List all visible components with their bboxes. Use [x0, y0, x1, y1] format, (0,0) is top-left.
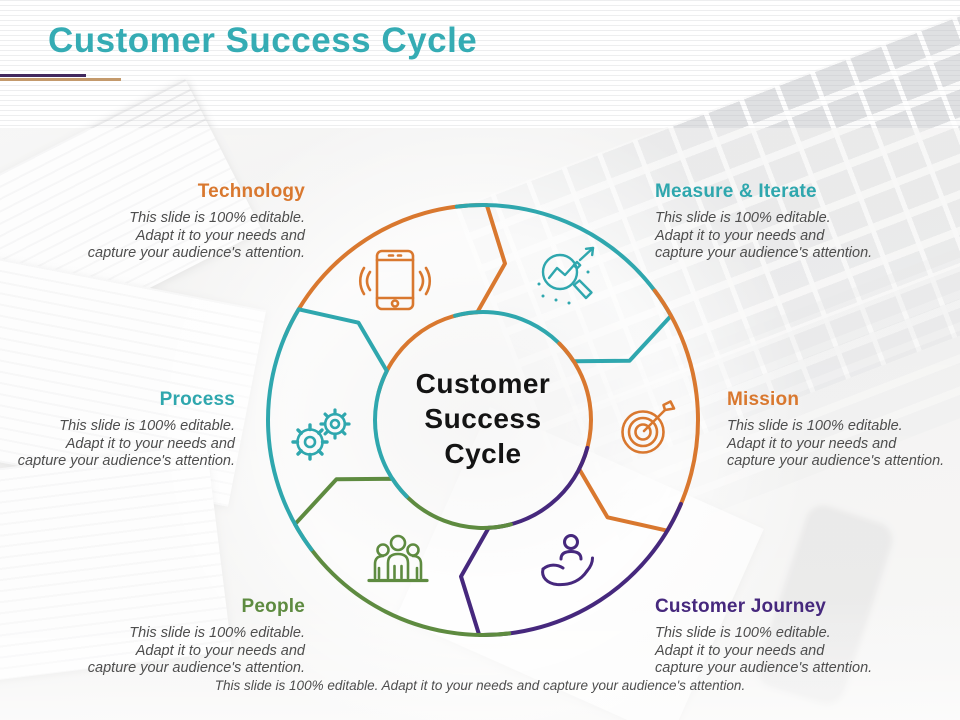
diagram-center-title: Customer Success Cycle	[383, 366, 583, 471]
section-measure-iterate-desc-line: This slide is 100% editable.	[655, 210, 831, 226]
section-mission-desc-line: capture your audience's attention.	[727, 453, 945, 469]
section-customer-journey: Customer Journey This slide is 100% edit…	[655, 596, 917, 678]
section-technology-desc-line: This slide is 100% editable.	[129, 210, 305, 226]
magnifier-chart-icon	[537, 246, 595, 305]
segment-arc-customer-journey	[459, 445, 683, 638]
section-technology-desc-line: Adapt it to your needs and	[135, 227, 305, 244]
segment-arc-process	[266, 307, 409, 552]
diagram-center-title-line: Customer	[415, 368, 551, 399]
section-measure-iterate-desc-line: capture your audience's attention.	[655, 245, 873, 261]
section-customer-journey-desc-line: capture your audience's attention.	[655, 660, 873, 676]
title-underline-purple	[0, 74, 86, 77]
section-mission: Mission This slide is 100% editable. Ada…	[727, 389, 960, 471]
section-measure-iterate-label: Measure & Iterate	[655, 181, 817, 202]
section-people-label: People	[241, 596, 305, 617]
white-wash-overlay	[0, 128, 960, 720]
section-technology-desc-line: capture your audience's attention.	[87, 245, 305, 261]
section-people-desc-line: This slide is 100% editable.	[129, 625, 305, 641]
segment-arc-people	[293, 476, 513, 637]
diagram-center-title-line: Success	[424, 403, 542, 434]
gears-icon	[291, 408, 351, 461]
diagram-center-title-line: Cycle	[444, 438, 522, 469]
background-photo	[0, 7, 960, 720]
section-measure-iterate-desc-line: Adapt it to your needs and	[655, 227, 825, 244]
section-measure-iterate: Measure & Iterate This slide is 100% edi…	[655, 181, 917, 263]
section-technology: Technology This slide is 100% editable. …	[43, 181, 305, 263]
section-people-desc-line: Adapt it to your needs and	[135, 642, 305, 659]
section-process-desc-line: Adapt it to your needs and	[65, 435, 235, 452]
section-customer-journey-label: Customer Journey	[655, 596, 827, 617]
footer-note: This slide is 100% editable. Adapt it to…	[214, 678, 746, 693]
page-title: Customer Success Cycle	[48, 21, 478, 60]
section-process-desc-line: This slide is 100% editable.	[59, 418, 235, 434]
pinstripe-texture	[0, 0, 960, 128]
smartphone-icon	[358, 249, 432, 311]
section-people-desc-line: capture your audience's attention.	[87, 660, 305, 676]
section-mission-desc-line: This slide is 100% editable.	[727, 418, 903, 434]
section-customer-journey-desc-line: Adapt it to your needs and	[655, 642, 825, 659]
segment-arc-measure-iterate	[453, 203, 673, 364]
target-dart-icon	[621, 400, 676, 454]
section-mission-label: Mission	[727, 389, 800, 410]
title-underline-tan	[0, 78, 121, 81]
people-group-icon	[367, 534, 429, 583]
hand-person-icon	[541, 534, 594, 587]
section-technology-label: Technology	[197, 181, 305, 202]
section-people: People This slide is 100% editable. Adap…	[43, 596, 305, 678]
section-process-label: Process	[159, 389, 235, 410]
section-mission-desc-line: Adapt it to your needs and	[727, 435, 897, 452]
section-process-desc-line: capture your audience's attention.	[17, 453, 235, 469]
section-process: Process This slide is 100% editable. Ada…	[0, 389, 235, 471]
section-customer-journey-desc-line: This slide is 100% editable.	[655, 625, 831, 641]
